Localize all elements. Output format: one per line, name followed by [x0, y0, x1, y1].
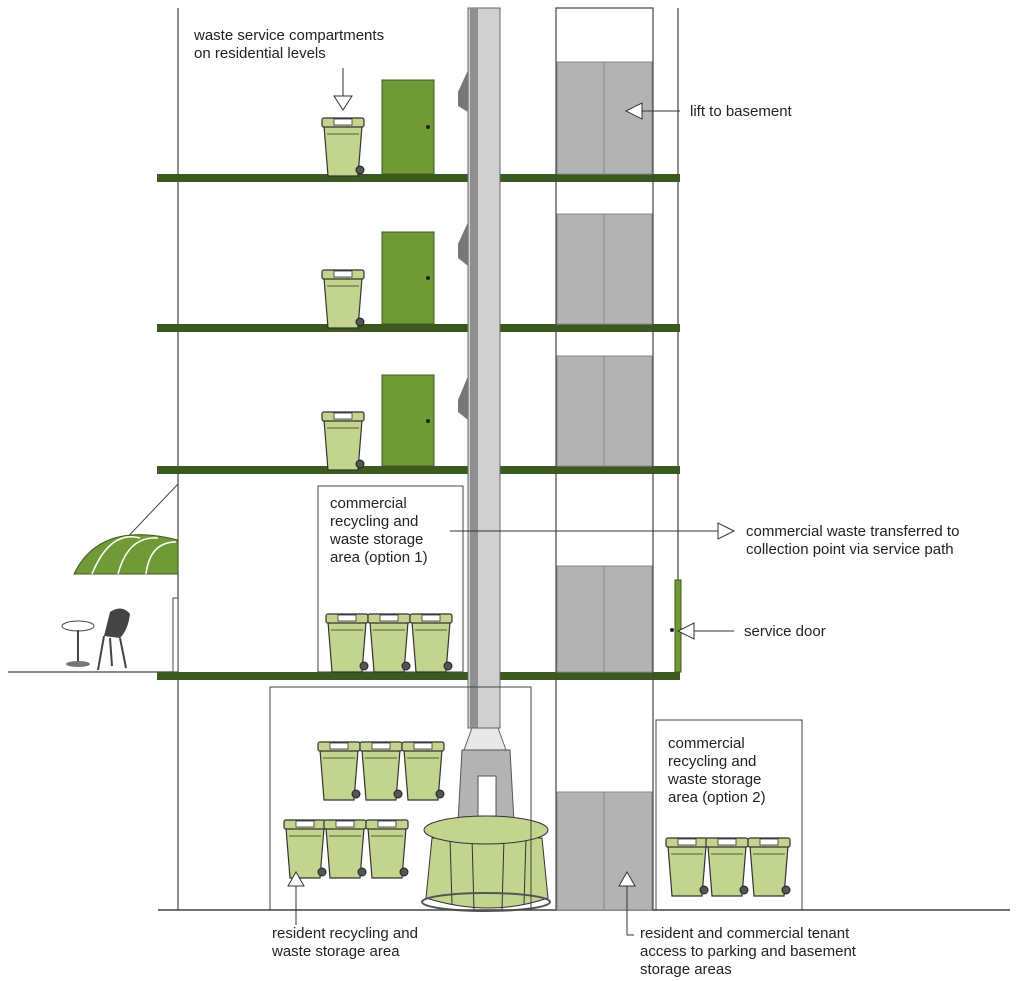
door-icon	[381, 79, 435, 467]
resident-storage-label: resident recycling and waste storage are…	[271, 925, 422, 960]
cafe-table-icon	[61, 620, 95, 667]
commercial-storage-area-option2	[655, 719, 803, 911]
chair-icon	[97, 608, 130, 671]
floor-slab	[157, 672, 680, 680]
commercial-transfer-label: commercial waste transferred to collecti…	[746, 523, 964, 558]
commercial-option2-label: commercial recycling and waste storage a…	[667, 735, 766, 806]
waste-chute-icon	[458, 7, 507, 751]
lift-to-basement-label: lift to basement	[690, 103, 793, 120]
waste-compartments-label: waste service compartments on residentia…	[193, 27, 388, 62]
service-door-label: service door	[744, 623, 826, 640]
floor-slab	[157, 466, 680, 474]
floor-slab	[157, 174, 680, 182]
bin-carousel-icon	[421, 749, 551, 912]
pointer-arrow-icon	[287, 68, 736, 936]
floor-slabs	[157, 174, 680, 680]
lift-icon	[556, 61, 653, 911]
awning-icon	[73, 483, 179, 673]
resident-storage-area	[269, 686, 532, 911]
tenant-access-label: resident and commercial tenant access to…	[640, 925, 860, 978]
lift-shaft	[555, 7, 654, 911]
service-door-icon	[670, 579, 682, 673]
floor-slab	[157, 324, 680, 332]
commercial-option1-label: commercial recycling and waste storage a…	[329, 495, 428, 566]
